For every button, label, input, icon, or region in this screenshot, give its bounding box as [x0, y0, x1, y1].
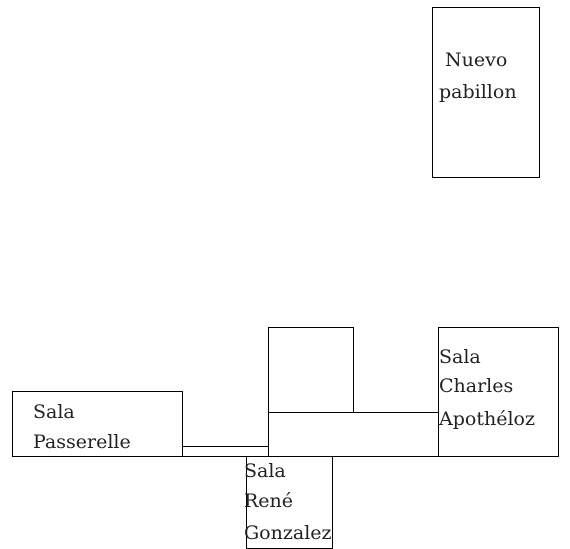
label-sala-charles-apotheloz-line-1: Sala: [439, 346, 481, 368]
label-sala-passerelle-line-1: Sala: [33, 401, 75, 423]
label-sala-rene-gonzalez-line-1: Sala: [244, 460, 286, 482]
label-sala-rene-gonzalez-line-2: René: [244, 490, 293, 512]
label-nuevo-pabillon-line-1: Nuevo: [445, 49, 507, 71]
label-sala-charles-apotheloz-line-2: Charles: [439, 375, 513, 397]
room-sala-passerelle: [12, 391, 183, 457]
corridor: [182, 446, 269, 457]
room-central-hall: [268, 412, 439, 457]
label-sala-rene-gonzalez-line-3: Gonzalez: [244, 522, 332, 544]
room-upper-small: [268, 327, 354, 413]
label-sala-passerelle-line-2: Passerelle: [33, 431, 131, 453]
label-sala-charles-apotheloz-line-3: Apothéloz: [438, 408, 535, 430]
room-nuevo-pabillon: [432, 7, 540, 178]
label-nuevo-pabillon-line-2: pabillon: [439, 81, 517, 103]
room-sala-charles-apotheloz: [438, 327, 559, 457]
